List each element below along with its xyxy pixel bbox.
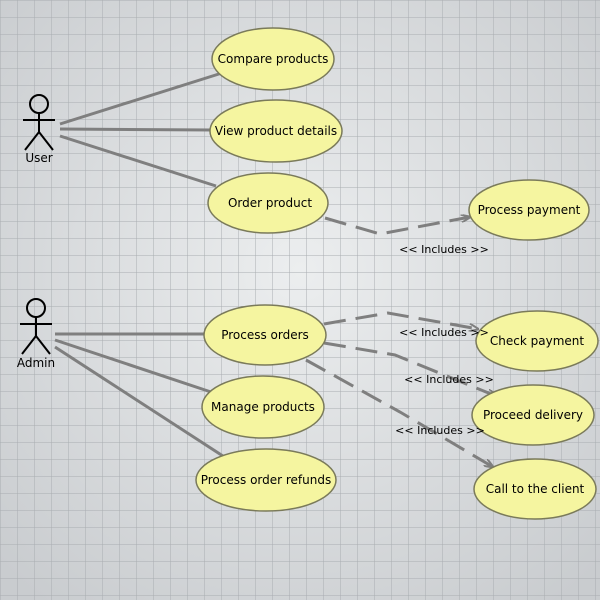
- assoc-user-compare-products: [59, 71, 223, 126]
- usecase-ellipse: [473, 458, 597, 520]
- usecase-label: View product details: [215, 124, 337, 138]
- include-orders-to-check-payment: [323, 311, 478, 329]
- usecase-process-orders[interactable]: Process orders: [203, 304, 327, 366]
- usecase-label: Process payment: [478, 203, 581, 217]
- user-actor[interactable]: User: [23, 94, 55, 165]
- assoc-admin-process-order-refunds: [54, 345, 227, 460]
- usecase-proceed-delivery[interactable]: Proceed delivery: [471, 384, 595, 446]
- usecase-check-payment[interactable]: Check payment: [475, 310, 599, 372]
- usecase-process-order-refunds[interactable]: Process order refunds: [195, 448, 337, 512]
- includes-label: << Includes >>: [399, 243, 489, 256]
- admin-stick-figure-icon: [20, 298, 52, 355]
- usecase-ellipse: [195, 448, 337, 512]
- usecase-process-payment[interactable]: Process payment: [468, 179, 590, 241]
- usecase-label: Proceed delivery: [483, 408, 583, 422]
- usecase-label: Check payment: [490, 334, 584, 348]
- usecase-ellipse: [201, 375, 325, 439]
- usecase-view-product-details[interactable]: View product details: [209, 99, 343, 163]
- usecase-label: Process orders: [221, 328, 309, 342]
- user-stick-figure-icon: [23, 94, 55, 151]
- usecase-label: Order product: [228, 196, 312, 210]
- usecase-ellipse: [203, 304, 327, 366]
- usecase-ellipse: [207, 172, 329, 234]
- usecase-ellipse: [471, 384, 595, 446]
- include-orders-to-proceed-delivery: [323, 341, 496, 398]
- usecase-call-to-the-client[interactable]: Call to the client: [473, 458, 597, 520]
- usecase-label: Compare products: [218, 52, 329, 66]
- usecase-ellipse: [468, 179, 590, 241]
- usecase-ellipse: [475, 310, 599, 372]
- usecase-ellipse: [209, 99, 343, 163]
- admin-actor-label: Admin: [17, 356, 55, 370]
- usecase-label: Manage products: [211, 400, 315, 414]
- admin-actor[interactable]: Admin: [17, 298, 55, 370]
- includes-label: << Includes >>: [399, 326, 489, 339]
- usecase-label: Process order refunds: [201, 473, 332, 487]
- user-actor-label: User: [25, 151, 52, 165]
- assoc-user-order-product: [59, 134, 217, 188]
- usecase-manage-products[interactable]: Manage products: [201, 375, 325, 439]
- usecase-compare-products[interactable]: Compare products: [211, 27, 335, 91]
- usecase-label: Call to the client: [486, 482, 585, 496]
- include-order-to-process-payment: [324, 217, 470, 236]
- include-orders-to-call-client: [305, 358, 493, 467]
- includes-label: << Includes >>: [395, 424, 485, 437]
- usecase-order-product[interactable]: Order product: [207, 172, 329, 234]
- assoc-admin-manage-products: [54, 338, 212, 394]
- includes-label: << Includes >>: [404, 373, 494, 386]
- usecase-ellipse: [211, 27, 335, 91]
- assoc-user-view-product-details: [59, 127, 213, 132]
